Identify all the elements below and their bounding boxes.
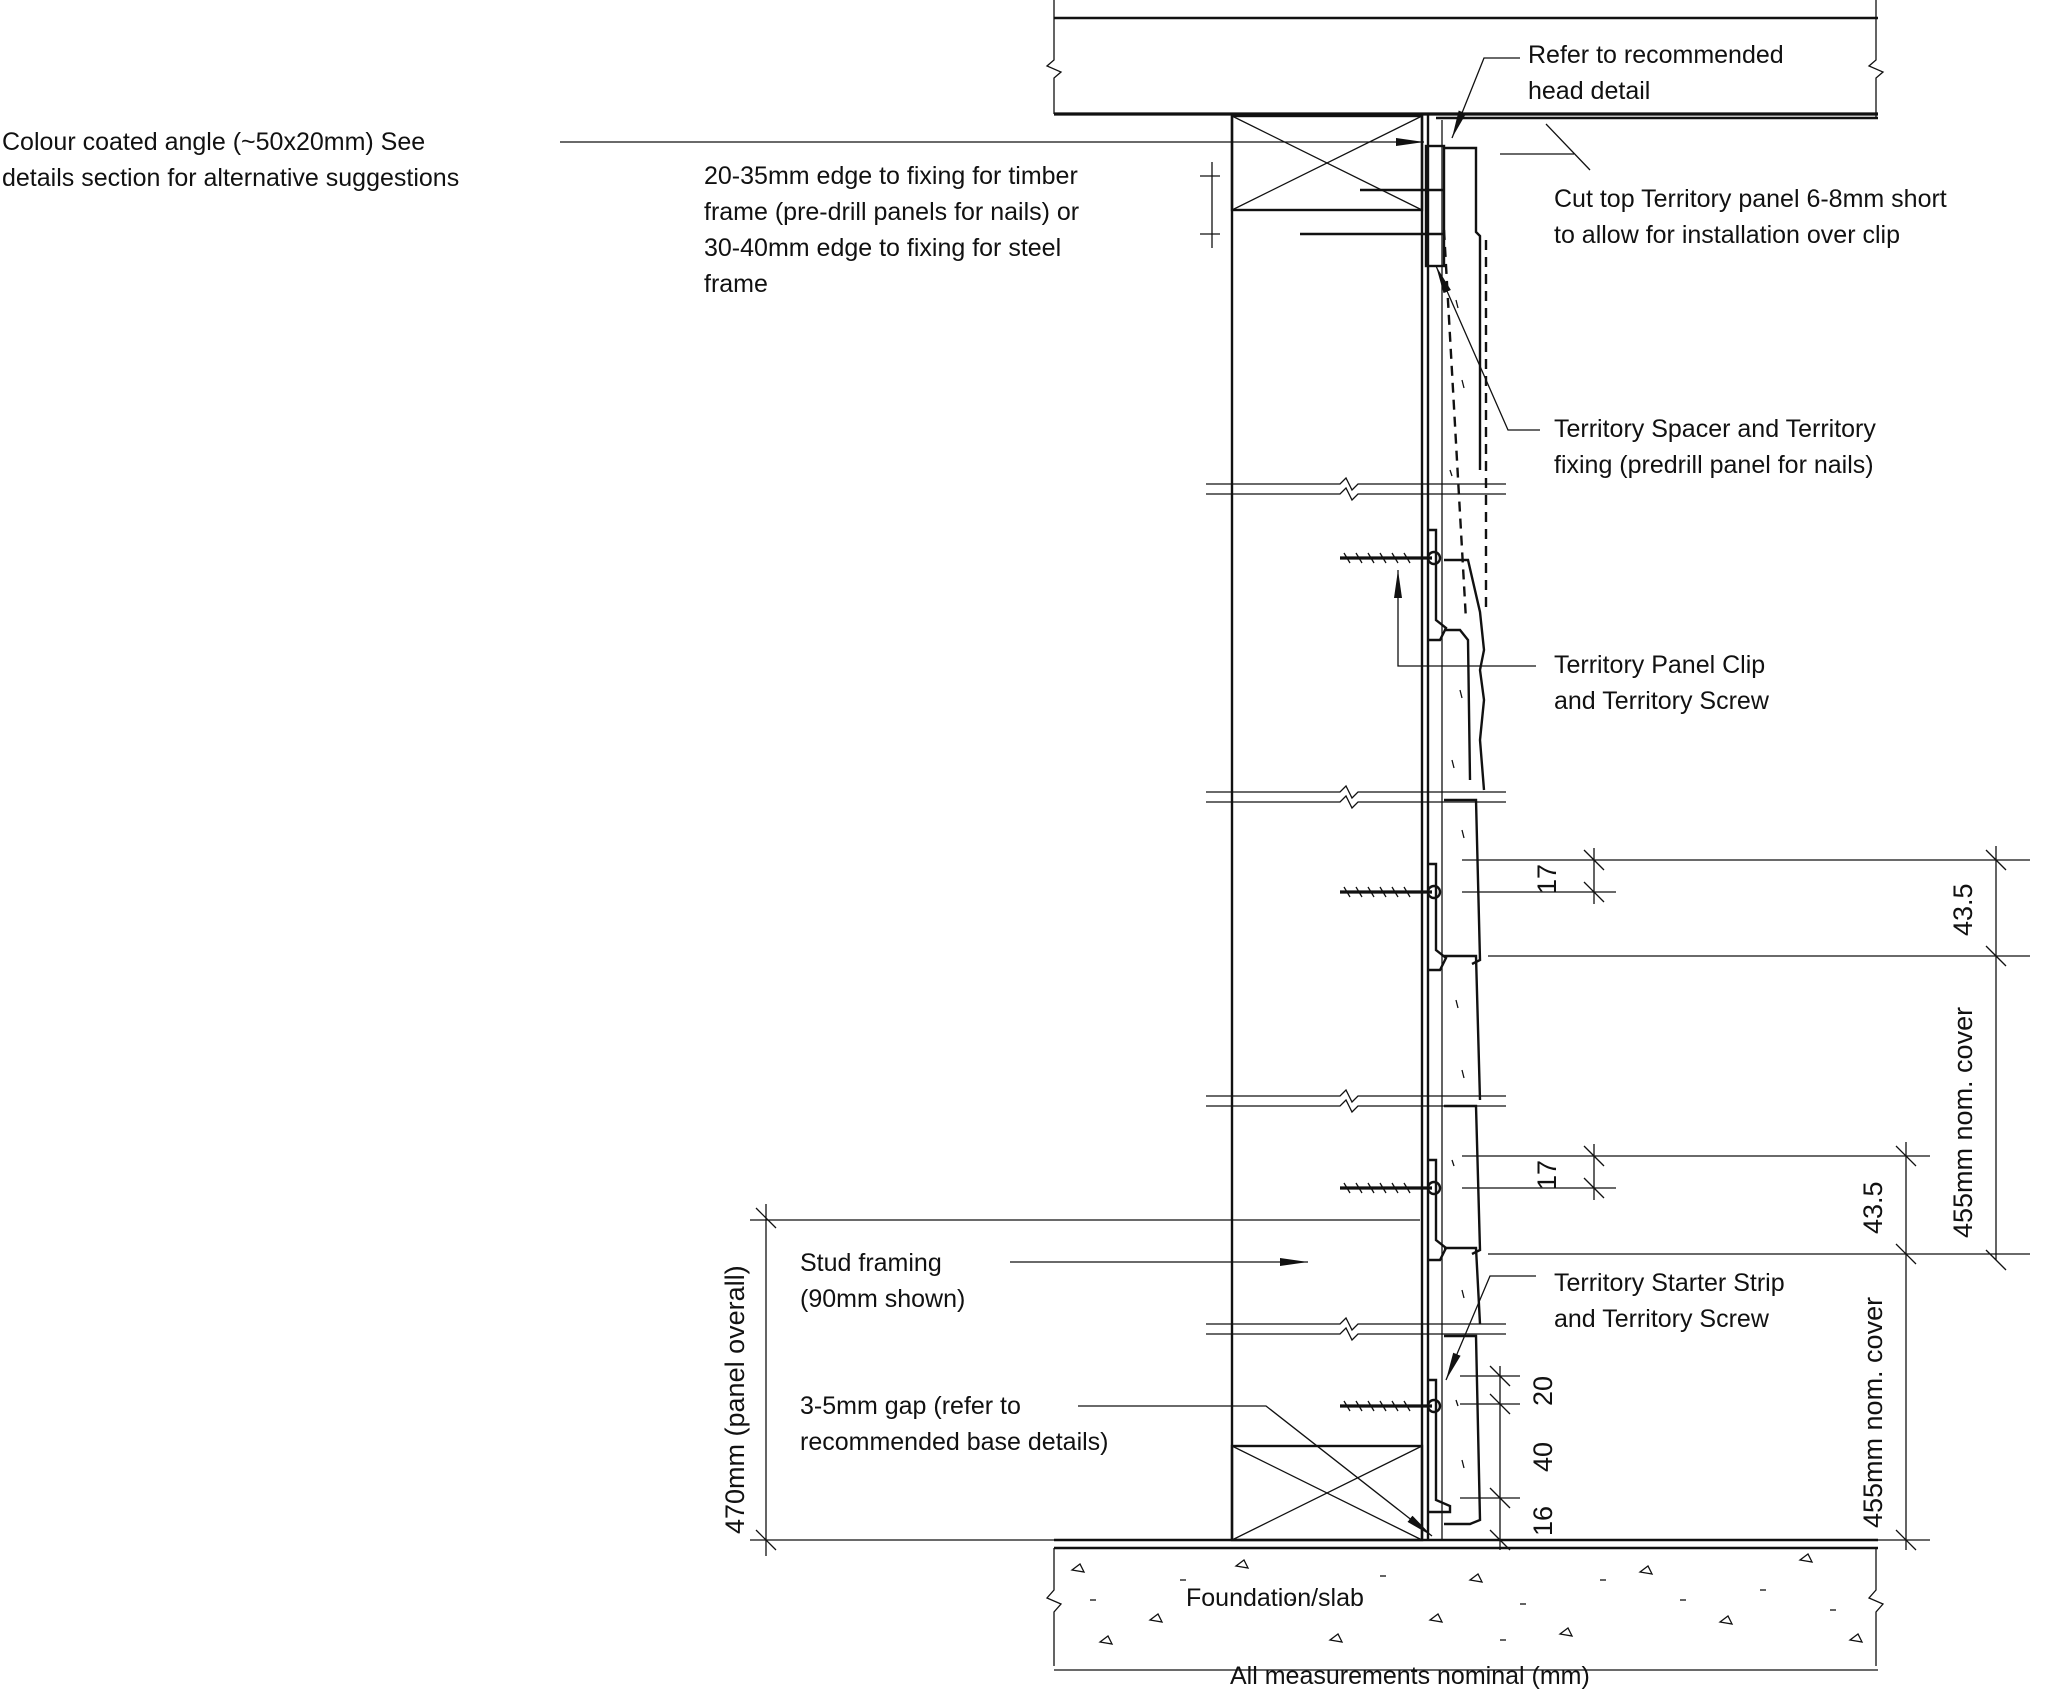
foundation-slab <box>1045 1538 1885 1671</box>
dim-cover-upper: 455mm nom. cover <box>1948 1007 1978 1238</box>
dimension-labels: 17 17 43.5 43.5 455mm nom. cover 455mm n… <box>720 864 1978 1536</box>
dim-17-upper: 17 <box>1532 864 1562 894</box>
dim-starter-20: 20 <box>1528 1376 1558 1406</box>
dim-17-lower: 17 <box>1532 1160 1562 1190</box>
dim-panel-overall: 470mm (panel overall) <box>720 1265 750 1534</box>
dimension-lines <box>750 846 2030 1556</box>
dim-starter-16: 16 <box>1528 1506 1558 1536</box>
dim-43-5-upper: 43.5 <box>1948 883 1978 936</box>
break-lines <box>1206 476 1506 1342</box>
cladding-panels <box>1442 146 1488 1526</box>
dim-43-5-lower: 43.5 <box>1858 1181 1888 1234</box>
dim-starter-40: 40 <box>1528 1442 1558 1472</box>
screw-4 <box>1340 1398 1442 1414</box>
screw-1 <box>1340 550 1442 566</box>
stud-framing-label: Stud framing(90mm shown) <box>800 1249 965 1313</box>
screw-2 <box>1340 884 1442 900</box>
footer-note: All measurements nominal (mm) <box>1230 1662 1590 1690</box>
stud-framing <box>1230 114 1443 1542</box>
dim-cover-lower: 455mm nom. cover <box>1858 1297 1888 1528</box>
fixings <box>1300 144 1452 1514</box>
foundation-label: Foundation/slab <box>1186 1584 1364 1612</box>
screw-3 <box>1340 1180 1442 1196</box>
leaders <box>560 57 1591 1537</box>
